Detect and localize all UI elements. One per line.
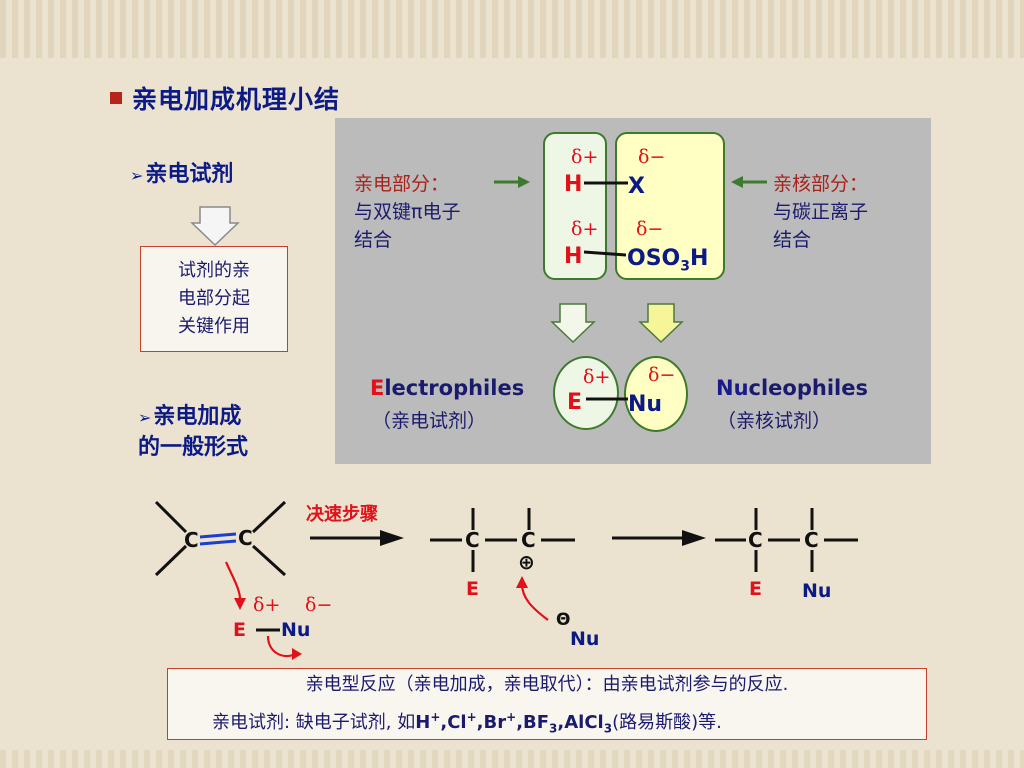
summary-box: 亲电型反应（亲电加成，亲电取代）：由亲电试剂参与的反应. 亲电试剂: 缺电子试剂… <box>167 668 927 740</box>
delta-plus-label: δ+ <box>583 366 611 388</box>
sulfate-group: OSO3H <box>627 246 709 275</box>
note-line: 电部分起 <box>178 288 250 309</box>
carbon-atom: C <box>184 528 199 552</box>
alkene-bonds <box>154 500 287 577</box>
electrophiles-cn-label: （亲电试剂） <box>372 410 487 432</box>
delta-minus-label: δ− <box>648 364 676 386</box>
decorative-top-strip <box>0 0 1024 58</box>
electrophilic-part-description: 亲电部分： 与双键π电子 结合 <box>354 173 461 251</box>
carbon-atom: C <box>521 528 536 552</box>
nucleophile-symbol: Nu <box>570 628 600 650</box>
nucleophile-circle <box>624 356 688 432</box>
nucleophile-symbol: Nu <box>281 619 311 641</box>
carbon-atom: C <box>238 526 253 550</box>
negative-charge-icon: Θ <box>556 610 571 630</box>
bond-line <box>584 181 628 185</box>
delta-minus-label: δ− <box>305 594 333 616</box>
bond-line <box>584 250 626 257</box>
curved-arrow <box>520 583 549 621</box>
hydrogen-atom: H <box>564 244 583 269</box>
delta-minus-label: δ− <box>638 146 666 168</box>
nucleophiles-cn-label: （亲核试剂） <box>717 410 832 432</box>
rate-determining-step-label: 决速步骤 <box>306 504 378 525</box>
nucleophilic-part-description: 亲核部分： 与碳正离子 结合 <box>773 173 869 251</box>
slide-title-row: 亲电加成机理小结 <box>110 80 340 116</box>
delta-minus-label: δ− <box>636 218 664 240</box>
summary-line-1: 亲电型反应（亲电加成，亲电取代）：由亲电试剂参与的反应. <box>305 674 789 695</box>
electrophile-symbol: E <box>466 578 479 600</box>
square-bullet-icon <box>110 92 122 104</box>
mechanism-scheme <box>154 500 858 660</box>
positive-charge-icon: ⊕ <box>518 550 535 574</box>
nucleophiles-label: Nucleophiles <box>716 376 868 400</box>
electrophile-symbol: E <box>749 578 762 600</box>
nucleophile-symbol: Nu <box>628 392 663 417</box>
electrophile-symbol: E <box>567 390 583 415</box>
carbon-atom: C <box>748 528 763 552</box>
slide-title: 亲电加成机理小结 <box>132 85 341 114</box>
arrow-bullet-icon: ➢ <box>130 166 144 185</box>
down-arrow-icon <box>190 206 240 247</box>
decorative-bottom-strip <box>0 750 1024 768</box>
nucleophilic-part-highlight <box>615 132 725 280</box>
note-line: 试剂的亲 <box>178 260 250 281</box>
right-arrow-icon <box>494 176 530 188</box>
arrow-bullet-icon: ➢ <box>138 408 152 427</box>
down-arrow-icon <box>550 303 596 344</box>
carbon-atom: C <box>804 528 819 552</box>
bond-line <box>586 397 628 401</box>
summary-line-2: 亲电试剂: 缺电子试剂, 如H+,Cl+,Br+,BF3,AlCl3(路易斯酸)… <box>212 710 722 736</box>
section-electrophile-label: ➢亲电试剂 <box>130 162 234 187</box>
halogen-atom: X <box>628 174 645 199</box>
note-box: 试剂的亲 电部分起 关键作用 <box>140 246 288 352</box>
delta-plus-label: δ+ <box>253 594 281 616</box>
electrophile-circle <box>553 356 619 430</box>
section-general-form-label: ➢亲电加成 的一般形式 <box>138 404 249 460</box>
electrophile-symbol: E <box>233 619 246 641</box>
carbon-atom: C <box>465 528 480 552</box>
note-line: 关键作用 <box>178 316 250 337</box>
electrophilic-part-highlight <box>543 132 607 280</box>
delta-plus-label: δ+ <box>571 218 599 240</box>
nucleophile-symbol: Nu <box>802 580 832 602</box>
left-arrow-icon <box>731 176 767 188</box>
hydrogen-atom: H <box>564 172 583 197</box>
electrophiles-label: Electrophiles <box>370 376 525 400</box>
down-arrow-icon <box>638 303 684 344</box>
delta-plus-label: δ+ <box>571 146 599 168</box>
